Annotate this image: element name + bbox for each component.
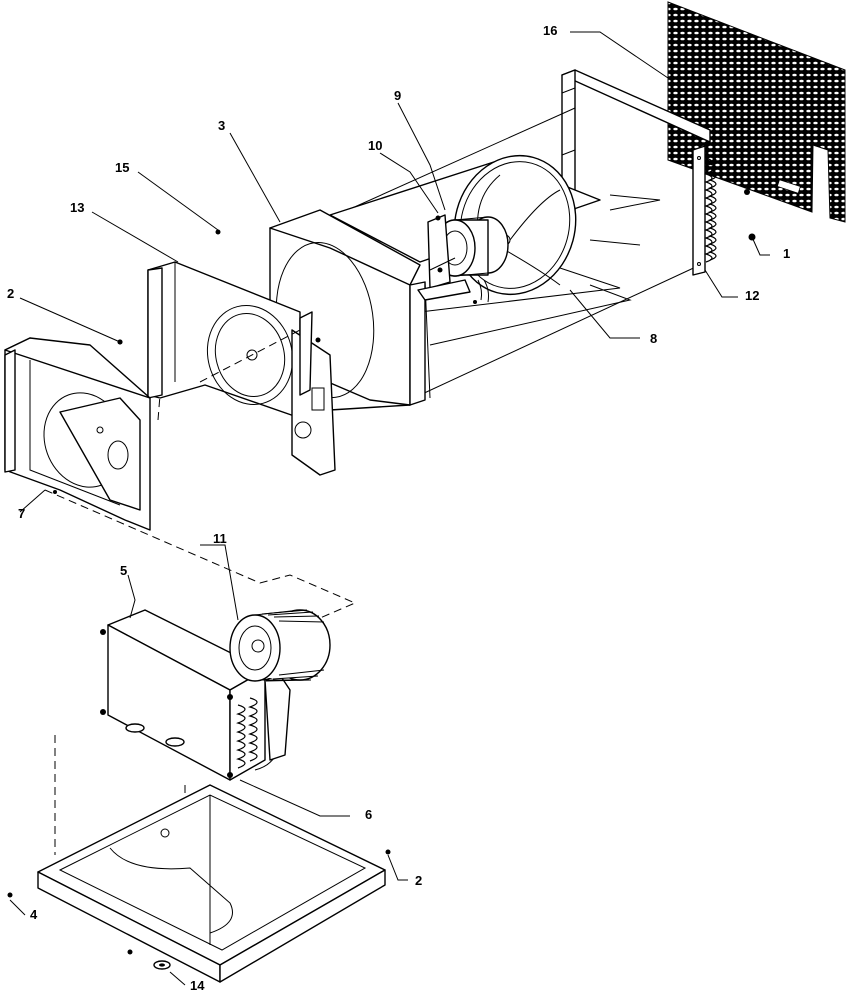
leader-lines (9, 31, 770, 986)
evaporator-coil (100, 609, 291, 781)
front-panel (4, 337, 151, 531)
base-pan (7, 784, 391, 983)
callout-3: 3 (218, 118, 225, 133)
callout-1: 1 (783, 246, 790, 261)
condenser-coil (692, 145, 717, 276)
fan-motor (417, 214, 509, 304)
callout-11: 11 (213, 531, 227, 546)
blower-wheel (229, 609, 331, 682)
callout-2-base: 2 (415, 873, 422, 888)
callout-4: 4 (30, 907, 38, 922)
callout-2-top: 2 (7, 286, 14, 301)
callout-13: 13 (70, 200, 84, 215)
callout-7: 7 (18, 506, 25, 521)
callout-10: 10 (368, 138, 382, 153)
callout-12: 12 (745, 288, 759, 303)
callout-8: 8 (650, 331, 657, 346)
callout-9: 9 (394, 88, 401, 103)
callout-16: 16 (543, 23, 557, 38)
callout-6: 6 (365, 807, 372, 822)
partition-panel (147, 229, 336, 476)
drain-plug (153, 960, 171, 970)
callout-14: 14 (190, 978, 205, 993)
callout-15: 15 (115, 160, 129, 175)
callout-labels: 1 2 2 3 4 5 6 7 8 9 10 11 12 13 14 15 16 (7, 23, 790, 993)
callout-5: 5 (120, 563, 127, 578)
